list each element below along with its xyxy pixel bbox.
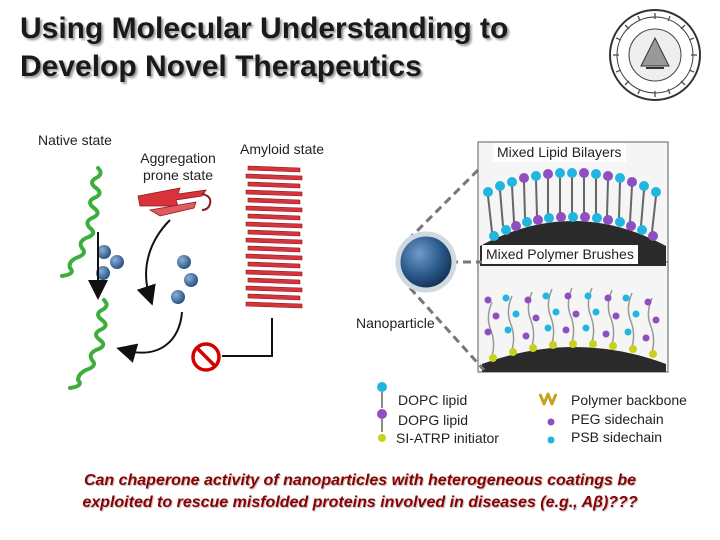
legend-peg-label: PEG sidechain — [571, 411, 664, 427]
pathway-arrows — [88, 219, 183, 363]
inhibit-icon — [191, 342, 221, 372]
native-protein-helix-top — [60, 166, 103, 278]
label-native-state: Native state — [38, 132, 112, 148]
label-nanoparticle: Nanoparticle — [356, 315, 435, 331]
research-question: Can chaperone activity of nanoparticles … — [20, 470, 700, 514]
inhibition-path — [222, 318, 273, 357]
label-mixed-lipid-bilayers: Mixed Lipid Bilayers — [493, 143, 626, 162]
legend-dopg-icon — [377, 409, 387, 432]
legend-polymer-backbone-icon — [538, 392, 558, 406]
legend-peg-icon — [547, 418, 555, 426]
legend-psb-icon — [547, 436, 555, 444]
legend-initiator-label: SI-ATRP initiator — [396, 430, 499, 446]
polymer-brush-illustration — [482, 287, 666, 372]
label-aggregation-state: Aggregation prone state — [140, 150, 216, 183]
label-amyloid-state: Amyloid state — [240, 141, 325, 157]
legend-dopc-label: DOPC lipid — [398, 392, 468, 408]
legend-polymer-backbone-label: Polymer backbone — [571, 392, 687, 408]
native-protein-helix-bottom — [68, 298, 109, 390]
nanoparticle-sphere — [395, 231, 457, 293]
legend-initiator-icon — [378, 434, 386, 442]
research-question-line-1: Can chaperone activity of nanoparticles … — [83, 472, 637, 489]
label-mixed-polymer-brushes: Mixed Polymer Brushes — [482, 245, 638, 264]
legend-dopg-label: DOPG lipid — [398, 412, 469, 428]
aggregation-prone-strand — [137, 187, 212, 217]
chaperone-particles-middle — [171, 255, 198, 304]
amyloid-fibril — [245, 165, 303, 309]
university-seal-icon — [608, 8, 702, 102]
legend-dopc-icon — [377, 382, 387, 408]
slide-title: Using Molecular Understanding to Develop… — [20, 12, 509, 83]
legend-psb-label: PSB sidechain — [571, 429, 663, 445]
research-question-line-2: exploited to rescue misfolded proteins i… — [82, 494, 638, 511]
chaperone-particles-left — [96, 245, 124, 280]
